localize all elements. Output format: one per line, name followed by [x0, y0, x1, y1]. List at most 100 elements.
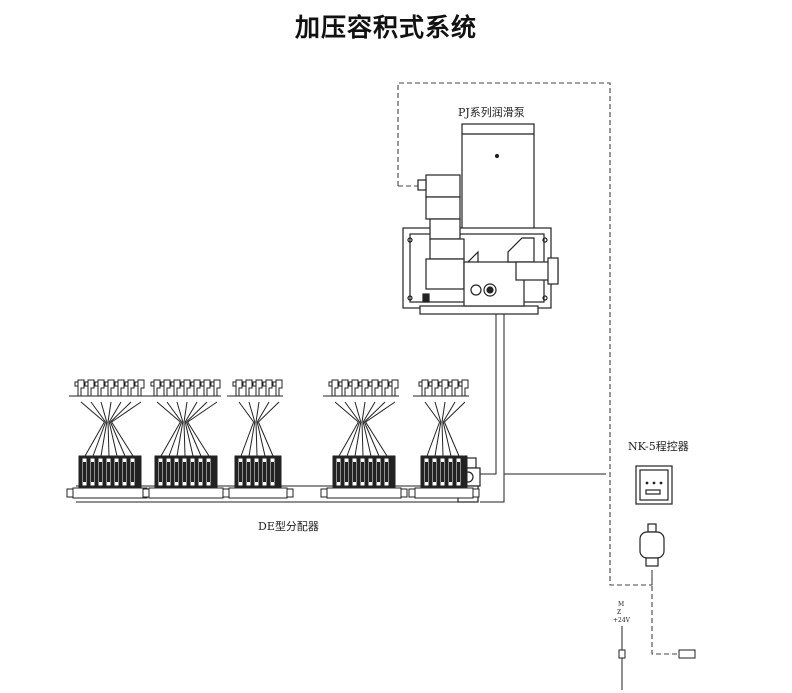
outlet-fitting	[114, 379, 125, 397]
lube-tube	[426, 421, 441, 457]
outlet-fitting	[200, 379, 211, 397]
lube-tube	[362, 401, 376, 423]
lube-tube	[110, 401, 132, 423]
distributor-group	[66, 379, 154, 499]
lube-tube	[365, 421, 388, 457]
outlet-fitting	[262, 379, 273, 397]
outlet-fitting	[242, 379, 253, 397]
lube-tube	[84, 421, 105, 457]
lube-tube	[346, 421, 361, 457]
outlet-fitting	[190, 379, 201, 397]
lube-tube	[248, 421, 256, 457]
outlet-fitting	[418, 379, 429, 397]
outlet-fitting	[378, 379, 389, 397]
outlet-fitting	[74, 379, 85, 397]
lube-tube	[363, 421, 380, 457]
power-label-2: Z	[617, 609, 622, 616]
lube-tube	[183, 421, 186, 457]
distributor-group	[320, 379, 408, 499]
outlet-fitting	[328, 379, 339, 397]
lube-tube	[255, 421, 258, 457]
outlet-fitting	[252, 379, 263, 397]
lube-tube	[184, 401, 198, 423]
lube-tube	[258, 401, 280, 423]
lube-tube	[361, 401, 366, 423]
lube-tube	[187, 401, 218, 423]
pump-label: PJ系列润滑泵	[458, 106, 525, 119]
outlet-fitting	[104, 379, 115, 397]
lube-tube	[107, 401, 112, 423]
lube-tube	[111, 421, 134, 457]
lube-tube	[354, 401, 362, 423]
outlet-fitting	[180, 379, 191, 397]
controller-connector	[639, 523, 665, 567]
distributor-group	[222, 379, 294, 499]
lube-tube	[362, 421, 372, 457]
lube-tube	[176, 401, 184, 423]
outlet-fitting	[150, 379, 161, 397]
lube-tube	[185, 421, 202, 457]
lube-tube	[365, 401, 396, 423]
power-terminal	[618, 626, 626, 690]
lube-tube	[187, 421, 210, 457]
distributor-base	[72, 487, 148, 499]
lube-tube	[100, 401, 108, 423]
outlet-fitting	[428, 379, 439, 397]
distributor-base	[326, 487, 402, 499]
lube-tube	[255, 401, 260, 423]
lube-tube	[160, 421, 181, 457]
lube-tube	[111, 401, 142, 423]
distributor-label: DE型分配器	[258, 520, 319, 533]
lube-tube	[441, 401, 446, 423]
outlet-fitting	[338, 379, 349, 397]
lube-tube	[90, 401, 107, 423]
controller-label: NK-5程控器	[628, 440, 689, 453]
distributor-group	[408, 379, 480, 499]
lube-tube	[108, 421, 118, 457]
power-label-1: M	[618, 601, 625, 608]
outlet-fitting	[232, 379, 243, 397]
diagram-title: 加压容积式系统	[294, 13, 477, 42]
outlet-fitting	[170, 379, 181, 397]
lube-tube	[92, 421, 107, 457]
outlet-fitting	[124, 379, 135, 397]
distributor-base	[228, 487, 288, 499]
lube-tube	[443, 421, 460, 457]
distributor-groups	[66, 379, 480, 499]
lube-tube	[256, 401, 270, 423]
lube-tube	[156, 401, 181, 423]
lube-tube	[107, 421, 110, 457]
lube-tube	[442, 401, 456, 423]
outlet-fitting	[272, 379, 283, 397]
distributor-base	[414, 487, 474, 499]
lube-tube	[338, 421, 359, 457]
lube-tube	[108, 401, 122, 423]
lube-tube	[361, 421, 364, 457]
lube-tube	[166, 401, 183, 423]
outlet-fitting	[448, 379, 459, 397]
lube-tube	[256, 421, 266, 457]
control-wiring	[397, 82, 678, 655]
pump-reservoir	[461, 123, 535, 249]
wire-panel-to-sensor	[651, 570, 678, 655]
outlet-fitting	[210, 379, 221, 397]
lube-tube	[240, 421, 255, 457]
outlet-fitting	[134, 379, 145, 397]
lube-tube	[354, 421, 362, 457]
distributor-group	[142, 379, 230, 499]
lube-tube	[176, 421, 184, 457]
outlet-fitting	[358, 379, 369, 397]
outlet-fitting	[84, 379, 95, 397]
distributor-base	[148, 487, 224, 499]
lube-tube	[441, 421, 444, 457]
lube-tube	[248, 401, 256, 423]
lube-tube	[80, 401, 105, 423]
lubrication-pump	[402, 123, 559, 315]
pressure-sensor	[678, 649, 696, 659]
pump-head	[463, 261, 525, 307]
outlet-fitting	[438, 379, 449, 397]
outlet-fitting	[160, 379, 171, 397]
lube-tube	[100, 421, 108, 457]
outlet-fitting	[388, 379, 399, 397]
